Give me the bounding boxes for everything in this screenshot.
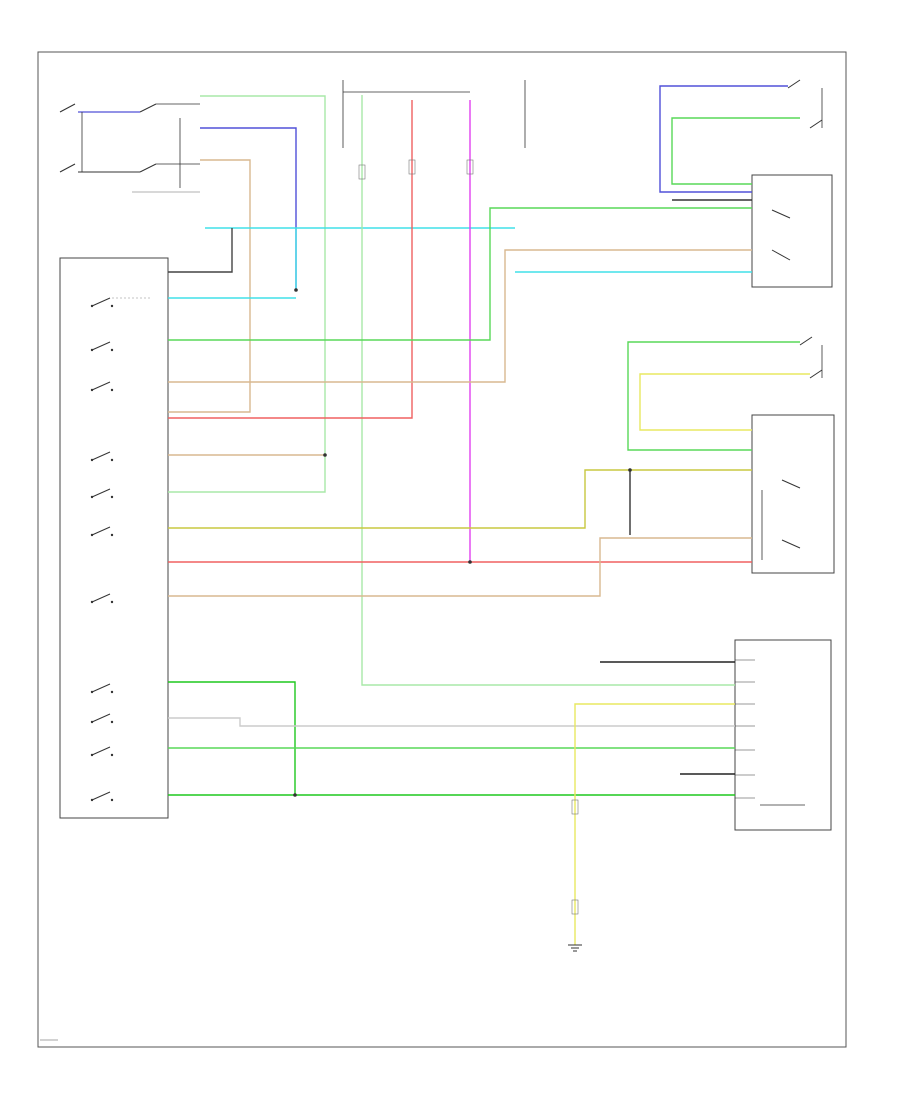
switch-icon — [781, 539, 801, 549]
left-box-switches — [90, 297, 150, 802]
top-left-switch — [59, 103, 200, 193]
switch-icon — [90, 746, 114, 757]
connector-icon — [358, 159, 579, 915]
switch-icon — [90, 791, 114, 802]
switch-icon — [90, 297, 114, 308]
left-master-switch-box — [59, 257, 169, 819]
switch-icon — [771, 209, 791, 219]
switch-icon — [90, 526, 114, 537]
wires — [168, 85, 810, 945]
module-pins — [735, 659, 805, 806]
bottom-right-module-box — [734, 639, 832, 831]
passenger-switch-box — [751, 414, 835, 574]
passenger-upper-switch — [799, 336, 823, 379]
right-mid-switch-box — [751, 174, 833, 288]
top-headers — [342, 80, 526, 148]
switch-icon — [90, 488, 114, 499]
switch-icon — [90, 381, 114, 392]
splices — [293, 288, 632, 797]
top-right-switch — [787, 79, 823, 129]
diagram-frame — [37, 51, 847, 1048]
switch-icon — [90, 341, 114, 352]
switch-icon — [771, 249, 791, 261]
switch-icon — [90, 593, 114, 604]
switch-icon — [781, 479, 801, 489]
ground-icon — [568, 944, 582, 952]
switch-icon — [90, 713, 114, 724]
switch-icon — [90, 451, 114, 462]
switch-icon — [90, 683, 114, 694]
